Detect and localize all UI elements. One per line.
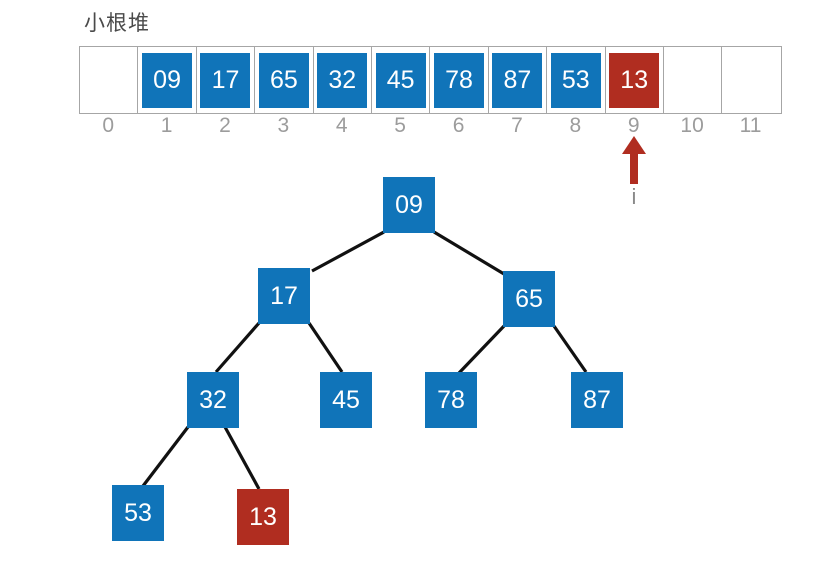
index-label: 7 (511, 114, 523, 137)
array-value-highlighted: 13 (609, 52, 660, 108)
index-label: 10 (680, 114, 704, 137)
array-value: 87 (492, 52, 543, 108)
array-index-row: 0 1 2 3 4 5 6 7 8 9 10 11 (79, 114, 780, 138)
tree-edge (223, 426, 261, 490)
index-label: 9 (627, 114, 640, 137)
tree-edge (311, 230, 385, 273)
array-value: 17 (200, 52, 251, 108)
pointer-up-arrow-icon (619, 136, 649, 184)
array-value: 09 (142, 52, 193, 108)
array-value: 78 (434, 52, 485, 108)
array-cell-4: 32 (314, 47, 372, 113)
tree-node: 65 (503, 271, 555, 327)
index-label: 1 (160, 114, 173, 137)
index-label: 6 (452, 114, 465, 137)
tree-edge (214, 321, 261, 374)
tree-edge (552, 325, 588, 373)
tree-node-highlighted: 13 (237, 489, 289, 545)
array-cell-6: 78 (430, 47, 489, 113)
index-label: 2 (219, 114, 231, 137)
tree-node: 87 (571, 372, 623, 428)
index-label: 8 (569, 114, 582, 137)
index-label: 3 (277, 114, 290, 137)
index-label: 5 (394, 114, 406, 137)
array-cell-10 (664, 47, 723, 113)
page-title: 小根堆 (84, 12, 150, 35)
array-value: 32 (317, 52, 368, 108)
array-cell-9: 13 (606, 47, 664, 113)
tree-edge (141, 426, 190, 487)
tree-node-root: 09 (383, 177, 435, 233)
tree-edge (307, 322, 344, 373)
tree-edge (457, 324, 506, 375)
array-cell-2: 17 (197, 47, 256, 113)
array-value: 53 (550, 52, 601, 108)
index-label: 11 (739, 114, 762, 137)
array-cell-7: 87 (489, 47, 548, 113)
array-cell-3: 65 (255, 47, 314, 113)
array-cell-1: 09 (138, 47, 197, 113)
heap-array: 09 17 65 32 45 78 87 53 13 (79, 46, 782, 114)
array-value: 45 (375, 52, 426, 108)
tree-node: 32 (187, 372, 239, 428)
tree-node: 45 (320, 372, 372, 428)
array-cell-8: 53 (547, 47, 606, 113)
array-value: 65 (258, 52, 309, 108)
index-label: 4 (335, 114, 348, 137)
array-cell-5: 45 (372, 47, 431, 113)
tree-edge (433, 230, 505, 276)
array-cell-0 (80, 47, 139, 113)
index-label: 0 (102, 114, 115, 137)
tree-node: 53 (112, 485, 164, 541)
tree-node: 17 (258, 268, 310, 324)
tree-node: 78 (425, 372, 477, 428)
pointer-label: i (631, 184, 637, 209)
